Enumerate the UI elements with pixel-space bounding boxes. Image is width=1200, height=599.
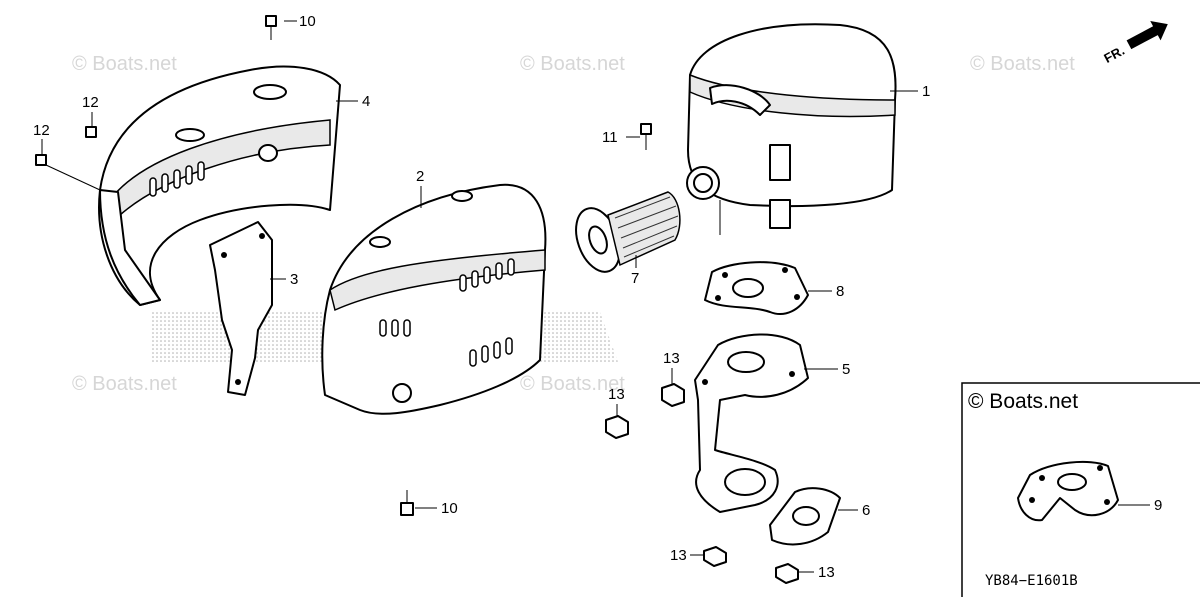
arrow-icon bbox=[1126, 20, 1168, 50]
part-6-gasket bbox=[769, 487, 841, 546]
watermark: © Boats.net bbox=[520, 53, 625, 75]
bolt-10-top bbox=[265, 15, 277, 40]
watermark: © Boats.net bbox=[520, 373, 625, 395]
part-1-muffler bbox=[686, 23, 897, 235]
callout-6: 6 bbox=[862, 502, 870, 519]
watermark: © Boats.net bbox=[72, 373, 177, 395]
callout-5: 5 bbox=[842, 361, 850, 378]
callout-13: 13 bbox=[670, 547, 687, 564]
callout-9: 9 bbox=[1154, 497, 1162, 514]
callout-13: 13 bbox=[663, 350, 680, 367]
diagram-code: YB84−E1601B bbox=[985, 573, 1078, 589]
callout-3: 3 bbox=[290, 271, 298, 288]
callout-1: 1 bbox=[922, 83, 930, 100]
inset-watermark: © Boats.net bbox=[968, 390, 1078, 413]
direction-label: FR. bbox=[1101, 43, 1127, 66]
part-8-gasket bbox=[704, 261, 809, 315]
bolt-12 bbox=[85, 126, 97, 138]
callout-11: 11 bbox=[602, 129, 618, 146]
nut-13 bbox=[703, 546, 727, 567]
callout-7: 7 bbox=[631, 270, 639, 287]
part-5-exhaust-pipe bbox=[694, 333, 809, 513]
bolt-11 bbox=[640, 123, 652, 135]
part-2-lower-shroud bbox=[321, 183, 547, 415]
part-3-bracket bbox=[209, 221, 273, 396]
callout-13: 13 bbox=[818, 564, 835, 581]
callout-2: 2 bbox=[416, 168, 424, 185]
callouts: 10 4 12 12 3 2 10 11 7 1 8 5 6 13 13 13 … bbox=[33, 13, 930, 581]
callout-8: 8 bbox=[836, 283, 844, 300]
fasteners bbox=[35, 15, 799, 584]
callout-12: 12 bbox=[33, 122, 50, 139]
front-direction-indicator: FR. bbox=[1101, 20, 1168, 66]
leader-lines bbox=[41, 20, 918, 573]
callout-13: 13 bbox=[608, 386, 625, 403]
nut-13 bbox=[775, 563, 799, 584]
bolt-12 bbox=[35, 154, 47, 166]
part-9-gasket bbox=[1017, 460, 1119, 522]
nut-13 bbox=[605, 415, 629, 439]
part-4-upper-shroud bbox=[98, 65, 341, 306]
bolt-10-bottom bbox=[400, 490, 414, 516]
part-7-screen bbox=[575, 191, 681, 273]
callout-10: 10 bbox=[441, 500, 458, 517]
nut-13 bbox=[661, 383, 685, 407]
callout-10: 10 bbox=[299, 13, 316, 30]
watermark: © Boats.net bbox=[72, 53, 177, 75]
inset-panel: © Boats.net 9 bbox=[961, 382, 1200, 597]
watermarks: © Boats.net © Boats.net © Boats.net © Bo… bbox=[72, 53, 1075, 395]
callout-12: 12 bbox=[82, 94, 99, 111]
watermark: © Boats.net bbox=[970, 53, 1075, 75]
callout-4: 4 bbox=[362, 93, 370, 110]
